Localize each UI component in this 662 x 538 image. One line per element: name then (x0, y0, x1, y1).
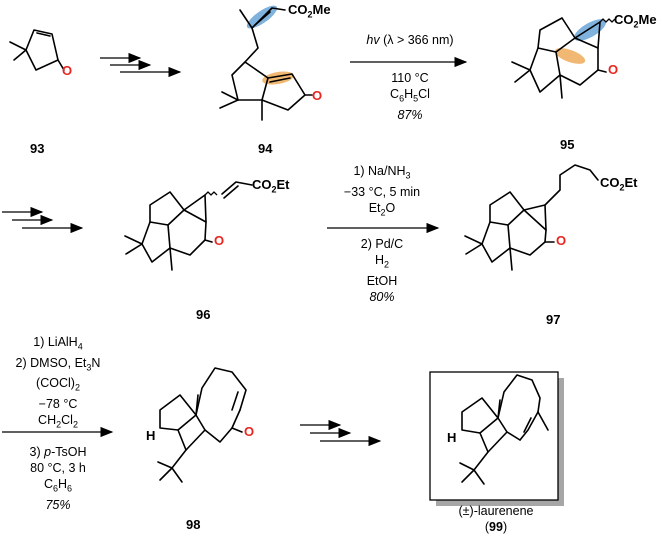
compound-96-structure (124, 181, 253, 271)
c94-oxygen: O (312, 88, 323, 103)
step1-conditions-above: hv (λ > 366 nm) (366, 33, 454, 47)
compound-93-structure (9, 29, 65, 71)
multistep-arrow-3 (300, 419, 382, 447)
multistep-arrow-1 (100, 52, 182, 78)
compound-96-label: 96 (196, 307, 211, 322)
compound-94-structure (219, 5, 313, 121)
c98-oxygen: O (244, 424, 255, 439)
c96-ester: CO2Et (252, 177, 290, 195)
c95-ester: CO2Me (614, 12, 657, 30)
step2-conditions-below: 2) Pd/C H2 EtOH 80% (360, 237, 404, 304)
c97-oxygen: O (556, 233, 567, 248)
compound-95-structure (511, 17, 616, 99)
compound-99-label: (99) (484, 520, 508, 534)
laurenene-name: (±)-laurenene (458, 504, 534, 518)
compound-94-label: 94 (258, 141, 273, 156)
compound-97-label: 97 (546, 312, 561, 327)
step3-conditions-below: 3) p-TsOH 80 °C, 3 h C6H6 75% (29, 445, 87, 512)
multistep-arrow-2 (2, 206, 84, 234)
c97-ester: CO2Et (600, 175, 638, 193)
c93-oxygen: O (62, 63, 73, 78)
step1-conditions-below: 110 °C C6H5Cl 87% (390, 71, 430, 122)
c98-hydrogen: H (146, 428, 156, 443)
c94-ester: CO2Me (288, 2, 331, 20)
c96-oxygen: O (214, 233, 225, 248)
compound-95-label: 95 (560, 137, 575, 152)
compound-98-structure (157, 367, 247, 483)
compound-98-label: 98 (186, 517, 201, 532)
c99-hydrogen: H (447, 430, 457, 445)
step3-conditions-above: 1) LiAlH4 2) DMSO, Et3N (COCl)2 −78 °C C… (15, 335, 101, 429)
step2-conditions-above: 1) Na/NH3 −33 °C, 5 min Et2O (343, 164, 421, 217)
compound-93-label: 93 (30, 141, 45, 156)
c95-oxygen: O (608, 62, 619, 77)
compound-99-structure (459, 374, 549, 485)
compound-97-structure (464, 164, 599, 271)
